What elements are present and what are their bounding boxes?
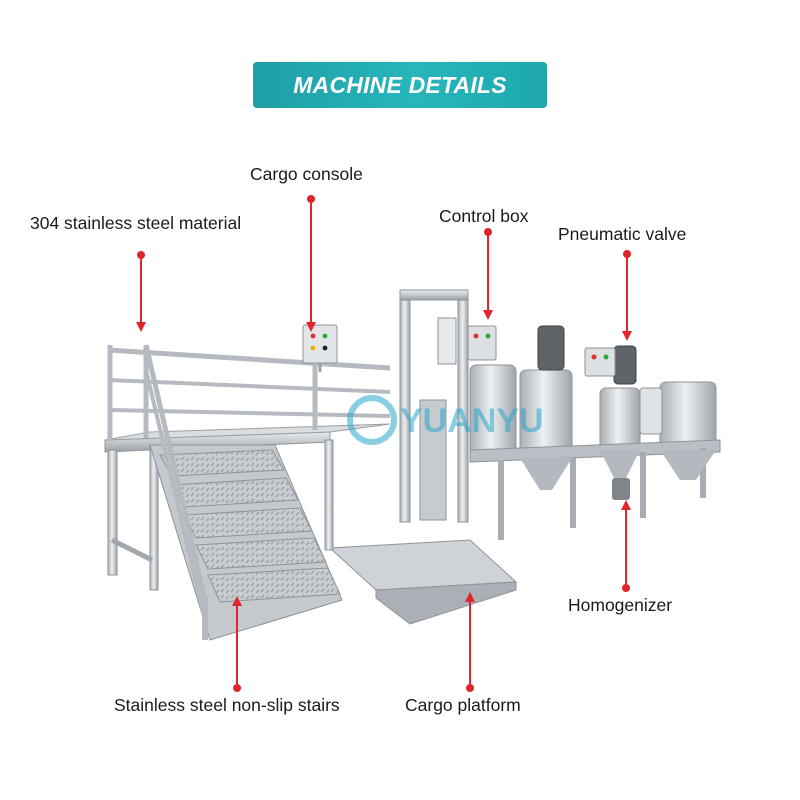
section-title-banner: MACHINE DETAILS bbox=[253, 62, 547, 108]
mixing-tanks-group bbox=[467, 325, 721, 540]
section-title: MACHINE DETAILS bbox=[293, 71, 507, 98]
arrow-icon bbox=[232, 596, 242, 606]
valve-motor bbox=[613, 345, 637, 385]
cargo-console-box bbox=[302, 324, 338, 364]
homogenizer-unit bbox=[612, 478, 630, 500]
tank-cone bbox=[660, 450, 716, 480]
frame-leg bbox=[640, 452, 646, 518]
frame-leg bbox=[498, 460, 504, 540]
arrow-icon bbox=[465, 592, 475, 602]
deck-leg bbox=[324, 439, 334, 551]
deck-top bbox=[104, 423, 391, 441]
tower-placard bbox=[437, 317, 457, 365]
control-box-panel bbox=[467, 325, 497, 361]
stair-handrail-lower bbox=[144, 369, 207, 621]
indicator-light bbox=[603, 354, 609, 360]
arrow-icon bbox=[483, 310, 493, 320]
brand-watermark: YUANYU bbox=[347, 395, 544, 445]
callout-cargo-console: Cargo console bbox=[250, 164, 363, 184]
console-button bbox=[322, 345, 328, 351]
tank-3 bbox=[599, 387, 641, 451]
indicator-light bbox=[485, 333, 491, 339]
arrow-icon bbox=[306, 322, 316, 332]
tank-4 bbox=[659, 381, 717, 451]
cargo-platform-plate bbox=[328, 539, 518, 591]
stair-tread bbox=[195, 537, 327, 570]
frame-leg bbox=[700, 448, 706, 498]
watermark-logo-icon bbox=[347, 395, 397, 445]
arrow-icon bbox=[622, 331, 632, 341]
arrow-icon bbox=[136, 322, 146, 332]
mixer-motor bbox=[537, 325, 565, 371]
callout-control-box: Control box bbox=[439, 206, 529, 226]
console-button bbox=[310, 333, 316, 339]
callout-stainless-material: 304 stainless steel material bbox=[30, 213, 242, 233]
deck-leg bbox=[107, 449, 118, 576]
stair-tread bbox=[183, 507, 313, 539]
lift-tower bbox=[399, 289, 469, 523]
stair-tread bbox=[207, 567, 341, 603]
tank-deck bbox=[469, 439, 721, 463]
tower-top-bar bbox=[399, 289, 469, 301]
non-slip-stairs bbox=[143, 344, 343, 641]
frame-leg bbox=[570, 458, 576, 528]
tank-cone bbox=[520, 458, 572, 490]
callout-homogenizer: Homogenizer bbox=[568, 595, 673, 615]
guard-rail-top bbox=[107, 347, 391, 371]
callout-pneumatic-valve: Pneumatic valve bbox=[558, 224, 687, 244]
console-button bbox=[310, 345, 316, 351]
tank-cone bbox=[600, 450, 640, 478]
callout-cargo-platform: Cargo platform bbox=[405, 695, 521, 715]
callout-markers bbox=[136, 195, 632, 692]
cargo-platform-ramp bbox=[375, 581, 517, 625]
valve-panel bbox=[584, 347, 616, 377]
stair-handrail bbox=[143, 344, 208, 601]
tank-5 bbox=[639, 387, 663, 435]
indicator-light bbox=[591, 354, 597, 360]
callout-non-slip-stairs: Stainless steel non-slip stairs bbox=[114, 695, 340, 715]
watermark-text: YUANYU bbox=[400, 402, 544, 440]
lift-carriage bbox=[419, 399, 447, 521]
cross-brace bbox=[110, 537, 154, 563]
indicator-light bbox=[473, 333, 479, 339]
console-button bbox=[322, 333, 328, 339]
arrow-icon bbox=[621, 500, 631, 510]
